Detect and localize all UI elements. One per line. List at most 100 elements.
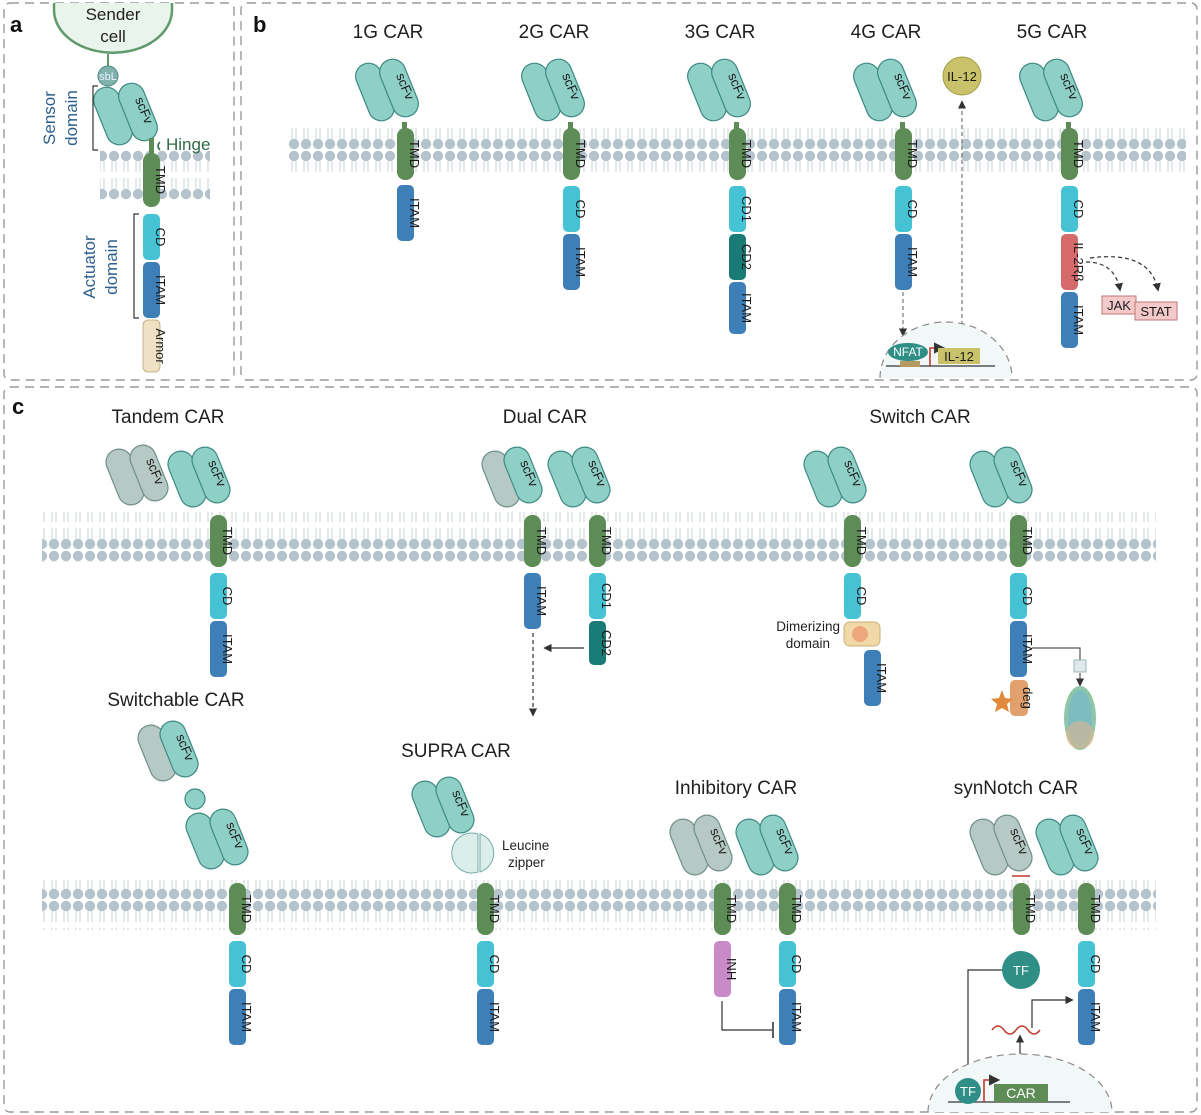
car-gene-label: CAR: [1006, 1085, 1036, 1101]
svg-text:IL-2Rβ: IL-2Rβ: [1071, 242, 1086, 281]
sender-cell-label-1: Sender: [86, 5, 141, 24]
car-tandem: scFv scFv TMD CD ITAM: [105, 444, 235, 677]
tf-membrane: [1002, 951, 1040, 989]
leucine-label-2: zipper: [508, 855, 545, 870]
svg-text:ITAM: ITAM: [739, 293, 754, 323]
stat-box: [1134, 301, 1178, 321]
svg-text:CD: CD: [854, 587, 869, 606]
svg-text:ITAM: ITAM: [153, 275, 168, 305]
panel-c-letter: c: [12, 394, 24, 419]
svg-text:deg: deg: [1020, 687, 1035, 709]
svg-text:CD2: CD2: [599, 630, 614, 656]
svg-text:CD: CD: [487, 955, 502, 974]
svg-text:ITAM: ITAM: [789, 1002, 804, 1032]
title-2g-car: 2G CAR: [519, 22, 590, 43]
dimerizing-label-1: Dimerizing: [776, 619, 840, 634]
svg-text:TMD: TMD: [599, 527, 614, 555]
title-supra-car: SUPRA CAR: [401, 741, 511, 762]
car-5g: scFv TMD CD IL-2Rβ ITAM JAK STAT: [1019, 58, 1178, 348]
car-switch-degron: scFv TMD CD ITAM deg: [969, 446, 1096, 750]
svg-text:CD: CD: [1088, 955, 1103, 974]
svg-text:TMD: TMD: [739, 140, 754, 168]
svg-text:Armor: Armor: [153, 328, 168, 364]
svg-text:CD: CD: [220, 587, 235, 606]
car-2g: scFv TMD CD ITAM: [521, 58, 588, 290]
sender-cell: [52, 3, 174, 54]
svg-text:CD: CD: [789, 955, 804, 974]
nfat-label: NFAT: [893, 345, 923, 359]
svg-text:ITAM: ITAM: [874, 663, 889, 693]
title-synnotch-car: synNotch CAR: [954, 778, 1079, 799]
title-switch-car: Switch CAR: [869, 407, 970, 428]
jak-label: JAK: [1107, 298, 1131, 313]
title-tandem-car: Tandem CAR: [112, 407, 225, 428]
svg-text:TMD: TMD: [487, 895, 502, 923]
tf-membrane-label: TF: [1013, 963, 1029, 978]
svg-text:CD: CD: [239, 955, 254, 974]
car-4g: scFv TMD CD ITAM IL-12 NFAT IL-12: [853, 56, 1013, 379]
svg-text:TMD: TMD: [1088, 895, 1103, 923]
car-3g: scFv TMD CD1 CD2 ITAM: [687, 58, 754, 334]
car-supra: scFv Leucine zipper TMD CD ITAM: [411, 776, 549, 1045]
svg-text:CD1: CD1: [739, 196, 754, 222]
svg-text:CD2: CD2: [739, 244, 754, 270]
stat-label: STAT: [1140, 304, 1171, 319]
tf-nucleus: [955, 1078, 981, 1104]
svg-text:ITAM: ITAM: [239, 1002, 254, 1032]
svg-text:TMD: TMD: [407, 140, 422, 168]
sender-cell-label-2: cell: [100, 27, 126, 46]
degron: [1010, 680, 1028, 716]
svg-text:ITAM: ITAM: [407, 198, 422, 228]
leucine-zipper: [451, 832, 479, 874]
tf-nucleus-label: TF: [960, 1084, 976, 1099]
title-dual-car: Dual CAR: [503, 407, 587, 428]
svg-text:TMD: TMD: [534, 527, 549, 555]
svg-text:TMD: TMD: [573, 140, 588, 168]
title-4g-car: 4G CAR: [851, 22, 922, 43]
nfat-factor: [888, 343, 928, 361]
car-switchable: scFv scFv TMD CD ITAM: [137, 720, 254, 1045]
inh-domain: [714, 941, 731, 997]
car-synnotch: scFv TMD TF scFv TMD CD ITAM TF CAR: [927, 814, 1113, 1113]
svg-text:TMD: TMD: [1023, 895, 1038, 923]
svg-text:TMD: TMD: [724, 895, 739, 923]
svg-text:ITAM: ITAM: [220, 634, 235, 664]
svg-text:ITAM: ITAM: [534, 586, 549, 616]
svg-text:CD: CD: [153, 228, 168, 247]
svg-text:ITAM: ITAM: [573, 247, 588, 277]
panel-c-border: [3, 386, 1198, 1113]
panel-a-letter: a: [10, 12, 23, 37]
svg-text:TMD: TMD: [905, 140, 920, 168]
panel-b-letter: b: [253, 12, 266, 37]
actuator-domain-label-1: Actuator: [80, 235, 99, 299]
sbl-ligand: [97, 65, 119, 87]
svg-text:TMD: TMD: [1071, 140, 1086, 168]
svg-text:CD: CD: [1071, 200, 1086, 219]
membrane-c-bottom: [42, 880, 1156, 930]
svg-text:TMD: TMD: [1020, 527, 1035, 555]
svg-text:ITAM: ITAM: [905, 247, 920, 277]
il12-secreted-label: IL-12: [947, 69, 977, 84]
svg-text:ITAM: ITAM: [1071, 305, 1086, 335]
svg-text:TMD: TMD: [789, 895, 804, 923]
svg-text:TMD: TMD: [153, 166, 168, 194]
title-5g-car: 5G CAR: [1017, 22, 1088, 43]
svg-text:ITAM: ITAM: [487, 1002, 502, 1032]
leucine-label-1: Leucine: [502, 838, 549, 853]
nucleus-synnotch: [927, 1053, 1113, 1113]
svg-text:INH: INH: [724, 958, 739, 980]
mrna-icon: [991, 1025, 1041, 1035]
svg-text:CD: CD: [905, 200, 920, 219]
il12-secreted: [942, 56, 982, 96]
car-dual: scFv TMD ITAM scFv TMD CD1 CD2: [481, 446, 614, 717]
title-3g-car: 3G CAR: [685, 22, 756, 43]
svg-text:TMD: TMD: [239, 895, 254, 923]
sensor-domain-label-1: Sensor: [40, 91, 59, 145]
svg-text:TMD: TMD: [220, 527, 235, 555]
svg-text:CD: CD: [573, 200, 588, 219]
dimerizing-label-2: domain: [786, 636, 830, 651]
svg-text:ITAM: ITAM: [1020, 634, 1035, 664]
actuator-domain-label-2: domain: [102, 239, 121, 295]
svg-text:ITAM: ITAM: [1088, 1002, 1103, 1032]
